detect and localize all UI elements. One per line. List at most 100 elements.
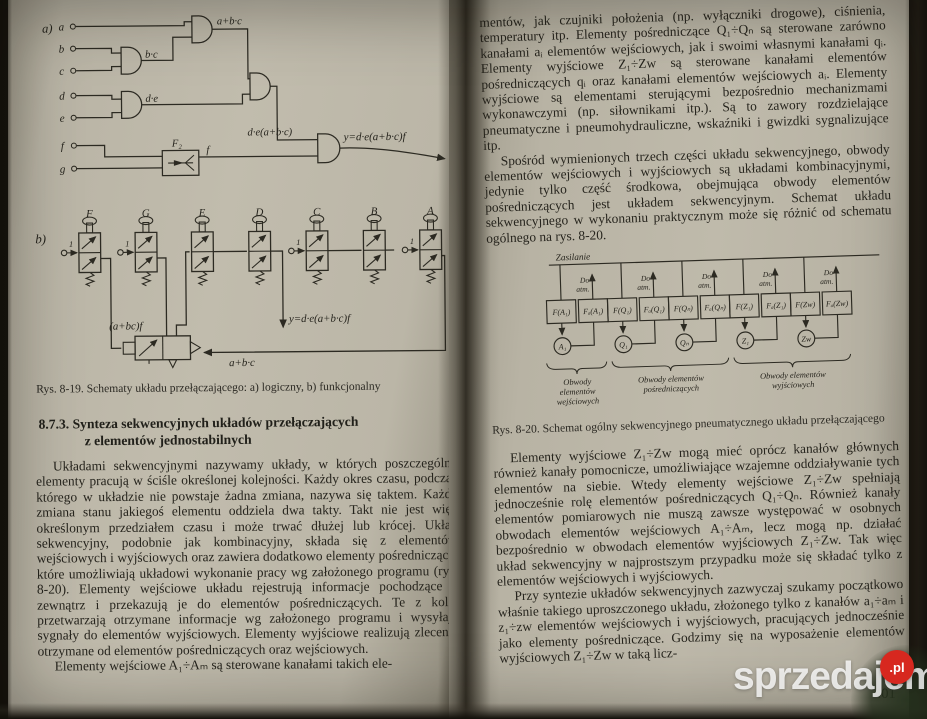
group-label: wejściowych (557, 396, 600, 406)
photo-left-edge (0, 0, 12, 719)
f2-element (161, 149, 200, 177)
right-page-content: mentów, jak czujniki położenia (np. wyłą… (439, 0, 921, 719)
group-label: pośredniczących (642, 384, 699, 395)
circuit-pairs: F(A₁) Fₐ(A₁) A₁ Do atm. F(Q₁) Fₐ(Q₁) Q₁ … (545, 257, 853, 356)
valve-label-F: F (85, 208, 93, 220)
paragraph: Elementy wejściowe A₁÷Aₘ są sterowane ka… (54, 655, 393, 674)
photo-right-edge (905, 0, 927, 719)
label-de: d·e (145, 94, 158, 105)
valve-label-A: A (426, 206, 434, 217)
atm-label: Do (640, 274, 651, 283)
pilot-1-label: 1 (125, 239, 129, 248)
input-label-c: c (59, 66, 64, 78)
valve-label-G: G (142, 208, 150, 220)
group-label: Obwody (563, 377, 591, 387)
watermark-pl-badge: .pl (880, 650, 914, 684)
func-box: Fₐ(A₁) (582, 307, 604, 317)
label-a-plus-bc: a+b·c (217, 16, 242, 27)
section-title-line1: Synteza sekwencyjnych układów przełączaj… (72, 413, 359, 432)
func-box: F(Q₁) (612, 306, 632, 316)
group-label: elementów (560, 387, 596, 397)
valve-label-E: E (198, 207, 206, 219)
paragraph: Układami sekwencyjnymi nazywamy układy, … (35, 455, 459, 659)
label-bc: b·c (145, 50, 158, 61)
group-labels: Obwody elementów wejściowych Obwody elem… (557, 370, 827, 407)
figure-8-20-diagram: Zasilanie F(A₁) Fₐ(A₁) A₁ Do atm. (545, 253, 880, 407)
paragraph: Przy syntezie układów sekwencyjnych zazw… (497, 576, 905, 666)
element-circle: Zw (801, 334, 812, 343)
atm-label: Do (701, 272, 712, 281)
input-label-g: g (60, 164, 66, 176)
paragraph: Spośród wymienionych trzech części układ… (484, 140, 892, 246)
input-label-b: b (59, 44, 65, 56)
atm-label: Do (762, 270, 773, 279)
element-circle: Z₁ (742, 336, 750, 345)
supply-line (548, 254, 880, 266)
func-box: F(Z₁) (735, 302, 754, 312)
pilot-inputs: 1 1 1 1 (60, 237, 419, 257)
func-box: F(Zw) (794, 300, 815, 310)
label-f-out: f (206, 145, 211, 156)
section-title-line2: z elementów jednostabilnych (84, 431, 252, 449)
label-output-y: y=d·e(a+b·c)f (343, 131, 408, 144)
input-label-a: a (59, 21, 65, 33)
figure-8-19-caption: Rys. 8-19. Schematy układu przełączające… (36, 379, 381, 396)
fig-a-gates (120, 15, 341, 164)
figure-8-19a-logic-diagram: a) a b c d e f g (42, 15, 446, 177)
label-mid: d·e(a+b·c) (247, 127, 292, 138)
left-page: a) a b c d e f g (5, 0, 458, 719)
supply-label: Zasilanie (556, 253, 591, 264)
section-heading: 8.7.3. Synteza sekwencyjnych układów prz… (38, 412, 448, 450)
func-box: F(A₁) (551, 308, 570, 318)
element-circle: A₁ (558, 342, 567, 351)
left-page-content: a) a b c d e f g (5, 0, 458, 719)
paragraph: mentów, jak czujniki położenia (np. wyłą… (479, 2, 889, 154)
func-box: Fₐ(Qₙ) (703, 303, 726, 313)
figure-8-20-caption: Rys. 8-20. Schemat ogólny sekwencyjnego … (492, 411, 885, 437)
func-box: Fₐ(Z₁) (765, 301, 786, 311)
atm-label: Do (579, 276, 590, 285)
photo-bottom-edge (0, 703, 927, 719)
right-page: mentów, jak czujniki położenia (np. wyłą… (449, 0, 909, 719)
atm-label: atm. (759, 279, 773, 288)
output-arrow (339, 147, 446, 162)
valve-label-D: D (254, 207, 263, 219)
fig-a-wires (75, 21, 318, 170)
func-box: F(Qₙ) (673, 304, 694, 314)
atm-label: atm. (637, 283, 651, 292)
left-text-column: Układami sekwencyjnymi nazywamy układy, … (36, 455, 459, 674)
atm-label: atm. (698, 281, 712, 290)
group-label: wyjściowych (772, 380, 815, 390)
pilot-1-label: 1 (296, 238, 300, 247)
figure-8-19b-valve-diagram: b) F G E D C B A (35, 206, 447, 369)
panel-a-label: a) (42, 22, 53, 36)
element-circle: Q₁ (619, 340, 628, 349)
func-box: Fₐ(Zw) (825, 299, 849, 309)
group-braces (546, 353, 852, 375)
input-label-f: f (61, 141, 66, 153)
label-f2: F₂ (171, 139, 183, 150)
memory-valve (122, 335, 202, 369)
atm-label: Do (823, 268, 834, 277)
valve-label-B: B (371, 206, 378, 218)
panel-b-label: b) (35, 232, 46, 246)
paragraph: Elementy wyjściowe Z₁÷Zw mogą mieć opróc… (493, 437, 903, 589)
pilot-1-label: 1 (69, 240, 73, 249)
element-circle: Qₙ (680, 338, 690, 347)
func-box: Fₐ(Q₁) (643, 305, 666, 315)
watermark: sprzedajemy .pl (733, 650, 927, 699)
group-label: Obwody elementów (638, 374, 704, 385)
label-abc-feedback: a+b·c (229, 357, 255, 369)
label-abcf: (a+bc)f (109, 320, 144, 332)
valve-label-C: C (313, 206, 321, 218)
section-number: 8.7.3. (38, 416, 70, 432)
atm-label: atm. (820, 277, 834, 286)
pilot-1-label: 1 (410, 237, 414, 246)
input-label-e: e (60, 113, 65, 125)
atm-label: atm. (576, 284, 590, 293)
fig-b-wires (100, 249, 447, 357)
label-y-out: y=d·e(a+b·c)f (288, 313, 352, 326)
fig-b-valves: F G E D C B A (79, 206, 442, 286)
fig-a-inputs: a b c d e f g (59, 21, 78, 176)
